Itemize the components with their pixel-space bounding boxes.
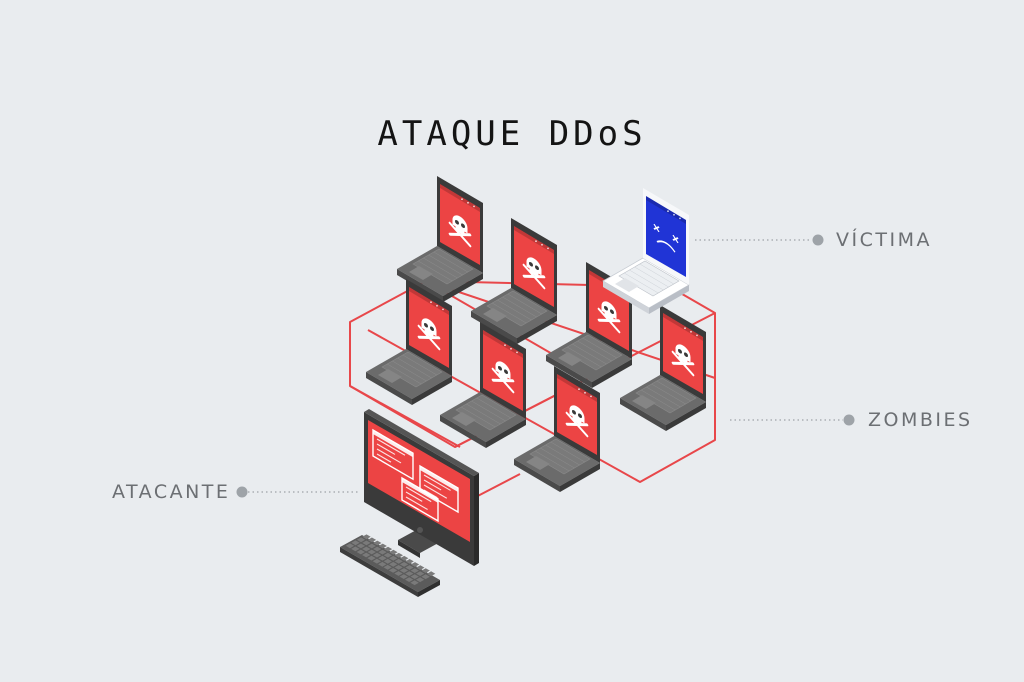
zombie-laptop-5 (366, 279, 452, 405)
diagram-title: ATAQUE DDoS (377, 114, 647, 154)
zombie-laptop-1 (397, 176, 483, 302)
victim-laptop (602, 188, 690, 314)
attacker-screen (368, 420, 470, 542)
skull-crossbones-icon (597, 301, 621, 334)
victim-leader (695, 234, 824, 246)
skull-crossbones-icon (491, 361, 515, 394)
zombies-label: ZOMBIES (868, 409, 973, 431)
attacker-label: ATACANTE (112, 481, 231, 503)
label-leaders (236, 234, 855, 498)
network-link-left (349, 385, 461, 448)
skull-crossbones-icon (565, 405, 589, 438)
victim-label: VÍCTIMA (836, 229, 932, 251)
skull-crossbones-icon (522, 257, 546, 290)
code-window-1 (372, 428, 414, 481)
zombie-laptop-2 (471, 218, 557, 344)
devices-layer (340, 176, 706, 597)
skull-crossbones-icon (448, 215, 472, 248)
attacker-leader (236, 486, 360, 498)
zombie-laptop-6 (440, 322, 526, 448)
power-button (417, 527, 423, 533)
code-window-3 (401, 476, 439, 523)
zombie-laptop-4 (620, 305, 706, 431)
skull-crossbones-icon (671, 344, 695, 377)
sad-face-icon (653, 223, 679, 253)
skull-crossbones-icon (417, 318, 441, 351)
attacker-keyboard (340, 534, 440, 597)
zombie-laptop-7 (514, 366, 600, 492)
zombies-leader (730, 414, 855, 426)
attacker-computer (340, 409, 479, 597)
